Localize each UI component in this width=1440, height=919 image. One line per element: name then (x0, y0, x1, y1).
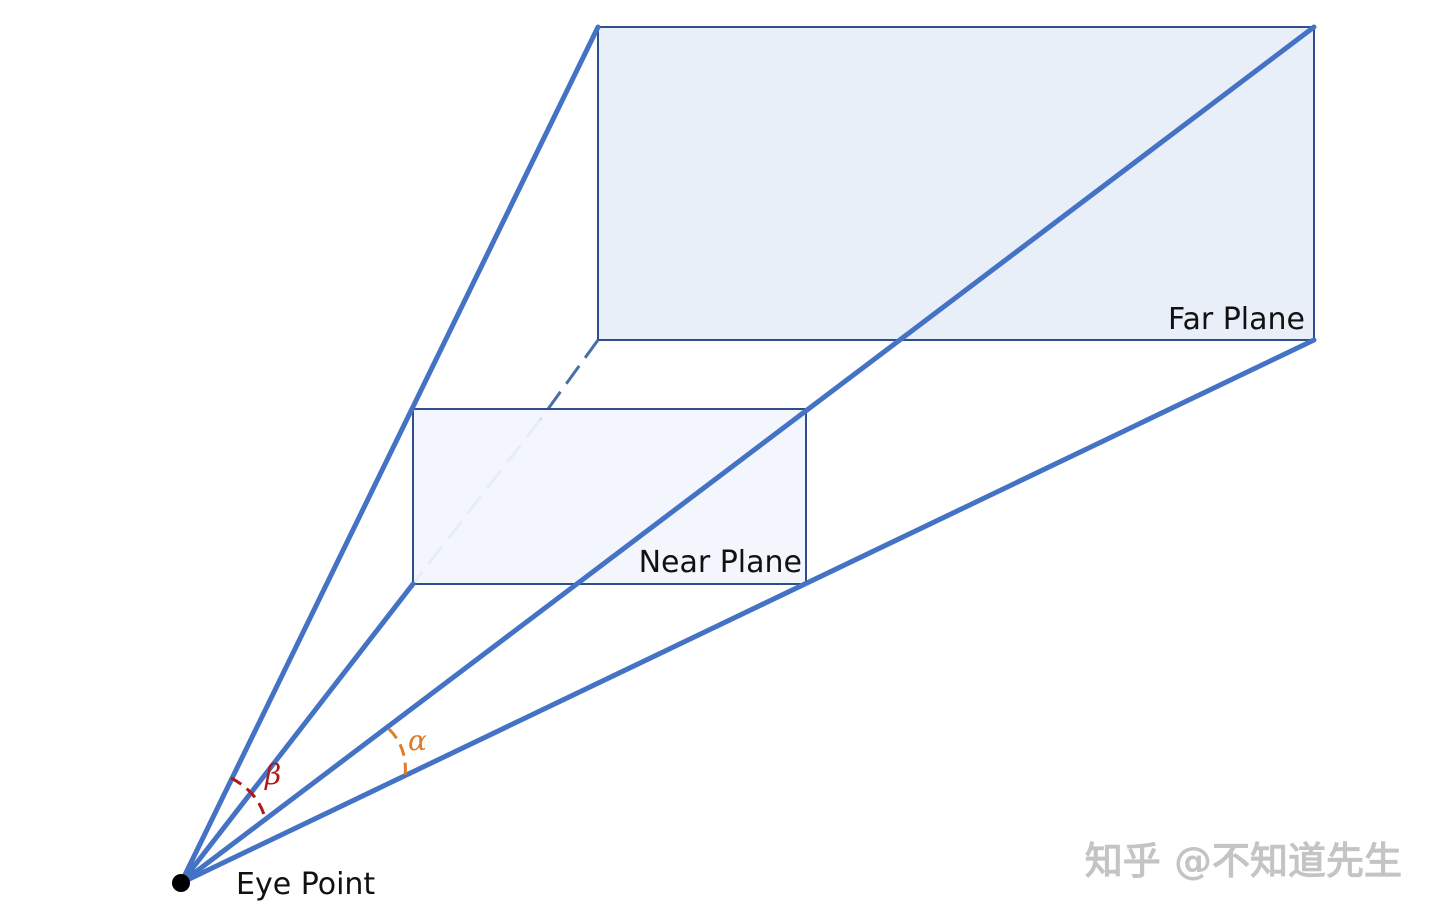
edge-bottom-left (178, 581, 416, 886)
near-plane-label: Near Plane (639, 545, 802, 580)
alpha-angle-arc (387, 727, 407, 778)
beta-angle-arc (230, 776, 267, 819)
eye-point-label: Eye Point (236, 867, 375, 902)
edge-bottom-right (178, 337, 1317, 886)
alpha-label: α (408, 724, 427, 757)
watermark: 知乎 @不知道先生 (1085, 839, 1402, 883)
eye-point-dot (172, 874, 190, 892)
far-plane (597, 26, 1315, 341)
near-plane (412, 408, 807, 585)
frustum-edges (178, 24, 1317, 886)
hidden-edge-dark (538, 339, 600, 421)
beta-label: β (264, 758, 281, 791)
far-plane-label: Far Plane (1168, 302, 1305, 337)
edge-top-left (178, 24, 601, 886)
edge-diagonal (178, 24, 1317, 886)
